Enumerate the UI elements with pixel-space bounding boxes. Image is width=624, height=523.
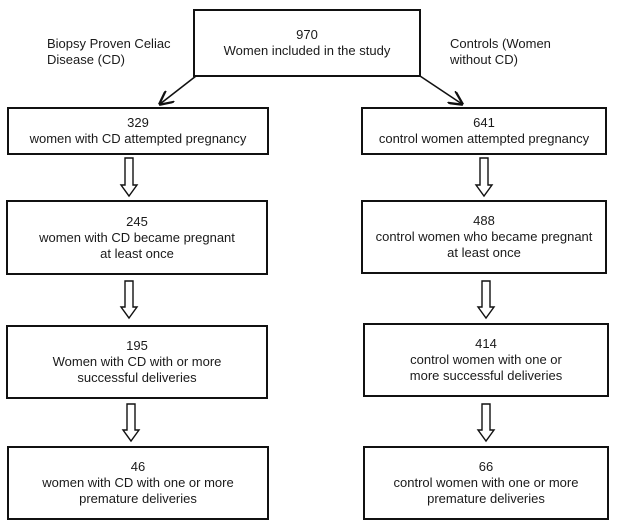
label-celiac-line-1: Biopsy Proven Celiac [47, 36, 171, 51]
down-arrow-right-1 [474, 157, 494, 198]
down-arrow-right-3 [476, 403, 496, 443]
box-control-deliveries-text-2: more successful deliveries [409, 368, 563, 383]
box-cd-premature-text-2: premature deliveries [79, 491, 197, 506]
box-control-attempted-text: control women attempted pregnancy [378, 131, 590, 146]
box-cd-premature: 46 women with CD with one or more premat… [7, 446, 269, 520]
box-control-premature-count: 66 [478, 459, 494, 474]
box-control-pregnant-text-2: at least once [447, 245, 521, 260]
down-arrow-left-3 [121, 403, 141, 443]
box-cd-deliveries: 195 Women with CD with or more successfu… [6, 325, 268, 399]
arrow-top-to-left [160, 75, 197, 104]
arrow-top-to-right [419, 75, 462, 104]
label-controls-line-1: Controls (Women [450, 36, 551, 51]
box-cd-pregnant-text-2: at least once [100, 245, 174, 261]
box-cd-pregnant-count: 245 [126, 213, 148, 229]
box-control-deliveries-count: 414 [475, 336, 497, 351]
down-arrow-left-2 [119, 280, 139, 320]
box-cd-deliveries-text-1: Women with CD with or more [52, 354, 222, 369]
down-arrow-left-1 [119, 157, 139, 198]
box-cd-pregnant: 245 women with CD became pregnant at lea… [6, 200, 268, 275]
box-total-text: Women included in the study [223, 43, 391, 58]
label-celiac-line-2: Disease (CD) [47, 52, 126, 67]
box-control-pregnant-count: 488 [473, 213, 495, 228]
box-total: 970 Women included in the study [193, 9, 421, 77]
box-control-premature-text-1: control women with one or more [393, 475, 579, 490]
down-arrow-right-2 [476, 280, 496, 320]
label-controls-branch: Controls (Women without CD) [450, 36, 551, 68]
box-cd-deliveries-count: 195 [126, 338, 148, 353]
box-cd-premature-count: 46 [130, 459, 146, 474]
box-cd-attempted-text: women with CD attempted pregnancy [29, 131, 247, 146]
box-cd-pregnant-text-1: women with CD became pregnant [39, 229, 235, 245]
box-cd-premature-text-1: women with CD with one or more [42, 475, 234, 490]
label-celiac-branch: Biopsy Proven Celiac Disease (CD) [47, 36, 171, 68]
box-total-count: 970 [296, 27, 318, 42]
box-cd-deliveries-text-2: successful deliveries [77, 370, 197, 385]
box-control-premature: 66 control women with one or more premat… [363, 446, 609, 520]
box-control-pregnant-text-1: control women who became pregnant [375, 229, 593, 244]
box-cd-attempted: 329 women with CD attempted pregnancy [7, 107, 269, 155]
label-controls-line-2: without CD) [450, 52, 518, 67]
box-cd-attempted-count: 329 [127, 115, 149, 130]
box-control-premature-text-2: premature deliveries [427, 491, 545, 506]
box-control-deliveries: 414 control women with one or more succe… [363, 323, 609, 397]
box-control-attempted-count: 641 [473, 115, 495, 130]
box-control-deliveries-text-1: control women with one or [410, 352, 562, 367]
box-control-attempted: 641 control women attempted pregnancy [361, 107, 607, 155]
box-control-pregnant: 488 control women who became pregnant at… [361, 200, 607, 274]
